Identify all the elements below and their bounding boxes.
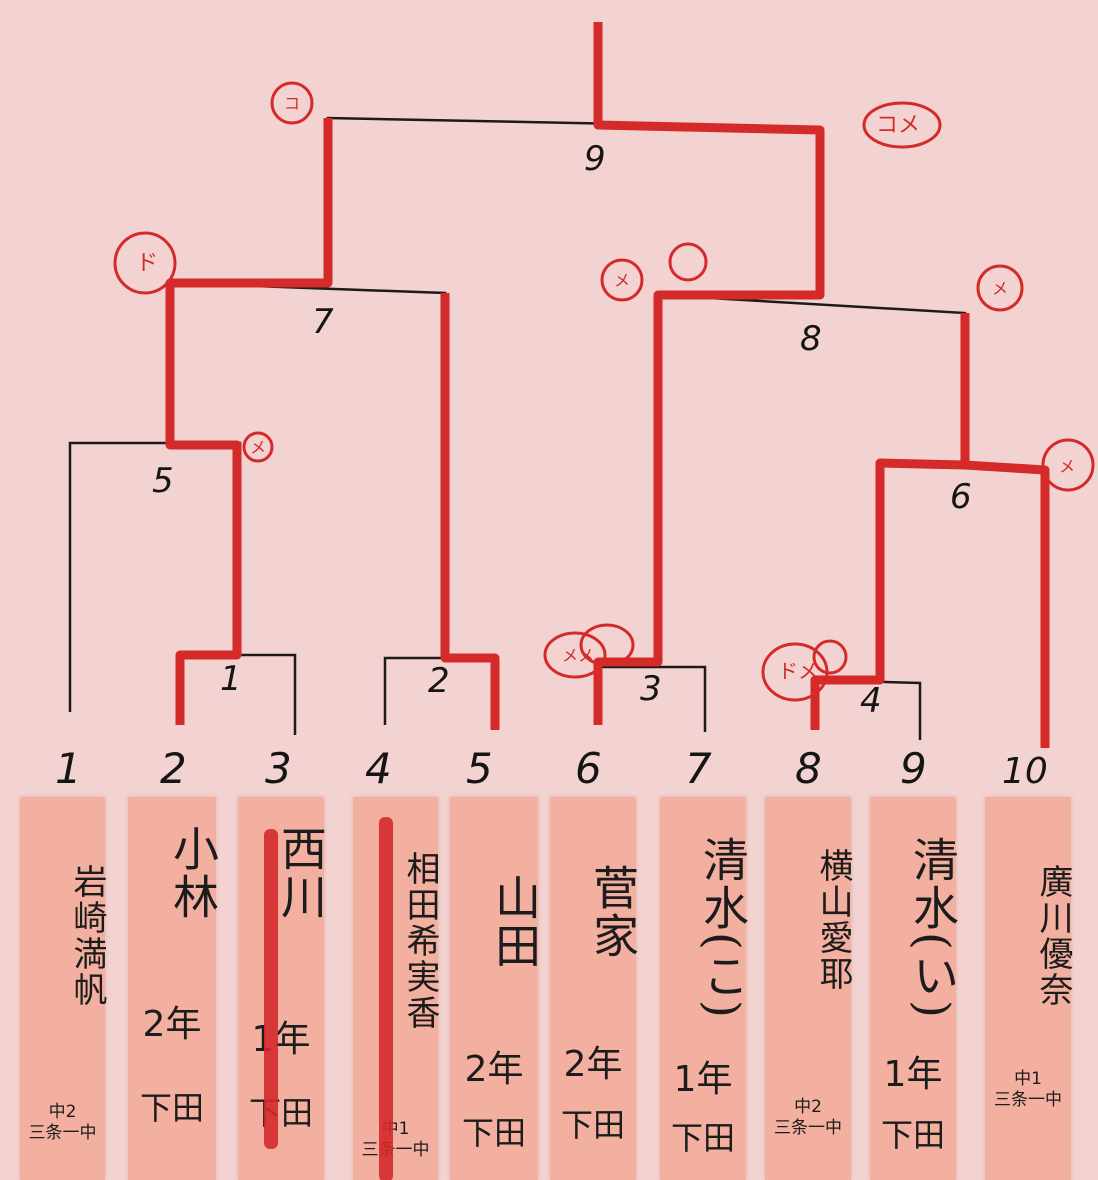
winner-path	[810, 458, 1050, 748]
result-mark	[862, 101, 942, 149]
player-club: 下田	[560, 1106, 625, 1144]
seed-number: 7	[685, 744, 712, 793]
player-grade: 2年	[563, 1044, 623, 1085]
player-club: 下田	[461, 1114, 526, 1152]
player-name: 清水(い)	[906, 836, 960, 1020]
player-grade: 1年	[883, 1054, 943, 1095]
result-mark	[1041, 438, 1095, 492]
player-strip: 山田 2年 下田	[450, 797, 542, 1180]
player-club: 下田	[670, 1119, 735, 1157]
winner-path	[165, 118, 333, 725]
player-name: 岩崎満帆	[67, 864, 107, 1008]
match-numbers: 1 2 3 4 5 6 7 8 9	[152, 139, 972, 721]
match-number: 3	[640, 669, 662, 709]
player-strip: 岩崎満帆 中2 三条一中	[20, 797, 107, 1180]
player-strip: 西川 1年 下田	[238, 797, 328, 1180]
match-number: 5	[152, 461, 174, 501]
player-grade: 1年	[673, 1059, 733, 1100]
winner-paths	[165, 22, 1050, 748]
match-number: 1	[220, 659, 242, 699]
player-club: 下田	[248, 1094, 313, 1132]
mark-label: ドメ	[778, 659, 818, 683]
player-strip: 横山愛耶 中2 三条一中	[765, 797, 853, 1180]
seed-number: 1	[55, 744, 82, 793]
winner-path	[440, 293, 500, 730]
result-mark	[270, 81, 314, 125]
player-name: 横山愛耶	[813, 848, 853, 992]
match-number: 8	[800, 319, 822, 359]
player-name: 小林	[166, 825, 220, 921]
elimination-line	[379, 817, 393, 1180]
result-mark	[976, 264, 1024, 312]
seed-numbers: 1 2 3 4 5 6 7 8 9 10	[55, 744, 1048, 793]
elimination-line	[264, 829, 278, 1149]
result-mark	[543, 631, 607, 679]
seed-number: 3	[265, 744, 292, 793]
player-club: 中2 三条一中	[774, 1097, 842, 1139]
result-marks	[113, 81, 1095, 702]
player-club: 中1 三条一中	[361, 1119, 430, 1161]
result-mark-labels: コ ド メ メ コメ メ メ メメ ドメ	[136, 94, 1075, 683]
mark-label: コ	[284, 94, 300, 113]
match-number: 2	[428, 661, 450, 701]
result-mark	[242, 431, 274, 463]
result-mark	[579, 623, 635, 667]
player-strip: 相田希実香 中1 三条一中	[353, 797, 440, 1180]
result-mark	[113, 231, 177, 295]
player-strip: 菅家 2年 下田	[550, 797, 640, 1180]
mark-label: メ	[992, 279, 1008, 298]
player-grade: 1年	[251, 1019, 311, 1060]
player-club: 中2 三条一中	[28, 1102, 97, 1144]
mark-label: メ	[614, 271, 630, 290]
player-strip: 小林 2年 下田	[128, 797, 220, 1180]
seed-number: 5	[466, 744, 493, 793]
seed-number: 8	[795, 744, 822, 793]
result-mark	[600, 258, 644, 302]
player-name: 清水(こ)	[696, 836, 750, 1020]
player-grade: 2年	[142, 1004, 202, 1045]
player-strip: 清水(こ) 1年 下田	[660, 797, 750, 1180]
mark-label: メ	[1059, 457, 1075, 476]
seed-number: 9	[900, 744, 927, 793]
bracket-line	[326, 116, 824, 296]
player-club: 下田	[880, 1116, 945, 1154]
bracket-line	[168, 281, 447, 658]
match-number: 7	[312, 302, 334, 342]
match-number: 9	[584, 139, 606, 179]
player-grade: 2年	[464, 1049, 524, 1090]
seed-number: 10	[1002, 751, 1048, 792]
result-mark	[812, 639, 848, 675]
player-strip: 廣川優奈 中1 三条一中	[985, 797, 1073, 1180]
player-name: 廣川優奈	[1033, 864, 1073, 1008]
seed-number: 6	[575, 744, 602, 793]
player-name: 山田	[488, 874, 542, 970]
match-number: 6	[950, 477, 972, 517]
mark-label: ド	[136, 251, 158, 276]
seed-number: 4	[365, 744, 392, 793]
seed-number: 2	[160, 744, 187, 793]
winner-path	[593, 22, 825, 725]
mark-label: メメ	[562, 646, 594, 665]
player-name: 西川	[274, 825, 328, 921]
mark-label: メ	[250, 438, 266, 457]
player-name: 菅家	[586, 864, 640, 960]
match-number: 4	[860, 681, 882, 721]
result-mark	[668, 242, 708, 282]
player-club: 下田	[139, 1089, 204, 1127]
mark-label: コメ	[876, 113, 920, 138]
player-name: 相田希実香	[400, 851, 440, 1031]
player-club: 中1 三条一中	[994, 1069, 1062, 1111]
player-strip: 清水(い) 1年 下田	[870, 797, 960, 1180]
